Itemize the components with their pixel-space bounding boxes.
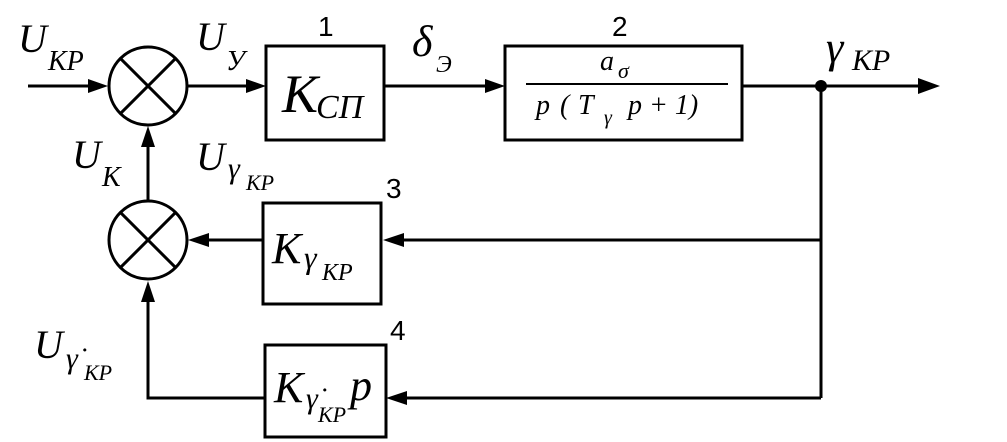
summing-junction-1 — [107, 45, 189, 127]
block4-input-arrowhead — [386, 391, 407, 405]
summing-junction-2 — [107, 199, 189, 281]
block-2-den-p: p — [534, 90, 550, 121]
ugammad-signal-label: U — [34, 322, 66, 367]
ugamma-signal-subsub: КР — [245, 170, 274, 195]
delta-arrowhead — [485, 79, 505, 93]
block-4-gain-subsub: КР — [317, 402, 346, 427]
block-1-gain: K — [281, 64, 321, 124]
block-3 — [261, 201, 383, 306]
output-signal-sub: КР — [851, 44, 890, 77]
error-arrowhead — [246, 79, 266, 93]
block-2-den-T-sub: γ — [604, 107, 613, 129]
summer1-bottom-arrowhead — [141, 126, 155, 147]
uk-signal-label: U — [72, 132, 104, 177]
ugammad-signal-subsub: КР — [83, 360, 112, 385]
block-2-den-rest: p + 1) — [626, 90, 698, 121]
block-2-numerator-sub: σ — [618, 58, 630, 83]
block3-input-arrowhead — [383, 233, 404, 247]
ugamma-signal-label: U — [196, 134, 228, 179]
output-arrowhead — [918, 78, 940, 94]
summer2-bottom-arrowhead — [141, 281, 155, 302]
block-4 — [263, 343, 388, 439]
block4-output-wire — [146, 293, 265, 400]
block-3-gain-sub: γ — [304, 239, 318, 275]
block-4-suffix: p — [347, 361, 372, 410]
uk-signal-sub: К — [101, 162, 122, 193]
block-2-den-open: ( — [560, 90, 571, 121]
block-1-number: 1 — [318, 11, 334, 42]
delta-signal-sub: Э — [436, 52, 452, 78]
block-2-number: 2 — [612, 11, 628, 42]
block-4-number: 4 — [390, 315, 406, 346]
output-signal-label: γ — [826, 23, 845, 72]
block-3-gain-subsub: КР — [321, 260, 353, 286]
input-arrowhead — [88, 79, 108, 93]
block-4-gain: K — [273, 363, 306, 412]
block-2 — [503, 44, 744, 142]
input-signal-sub: КР — [47, 46, 84, 77]
block-1-gain-sub: СП — [316, 89, 366, 126]
error-signal-label: U — [196, 14, 228, 59]
ugamma-signal-sub: γ — [228, 152, 241, 185]
error-signal-sub: У — [226, 46, 248, 77]
block-2-numerator: a — [600, 46, 614, 77]
block-2-den-T: T — [578, 90, 596, 121]
summer2-right-arrowhead — [188, 233, 209, 247]
block-3-number: 3 — [386, 173, 402, 204]
block-1 — [264, 44, 386, 142]
block-3-gain: K — [271, 224, 304, 273]
input-signal-label: U — [18, 16, 50, 61]
delta-signal-label: δ — [412, 17, 434, 66]
